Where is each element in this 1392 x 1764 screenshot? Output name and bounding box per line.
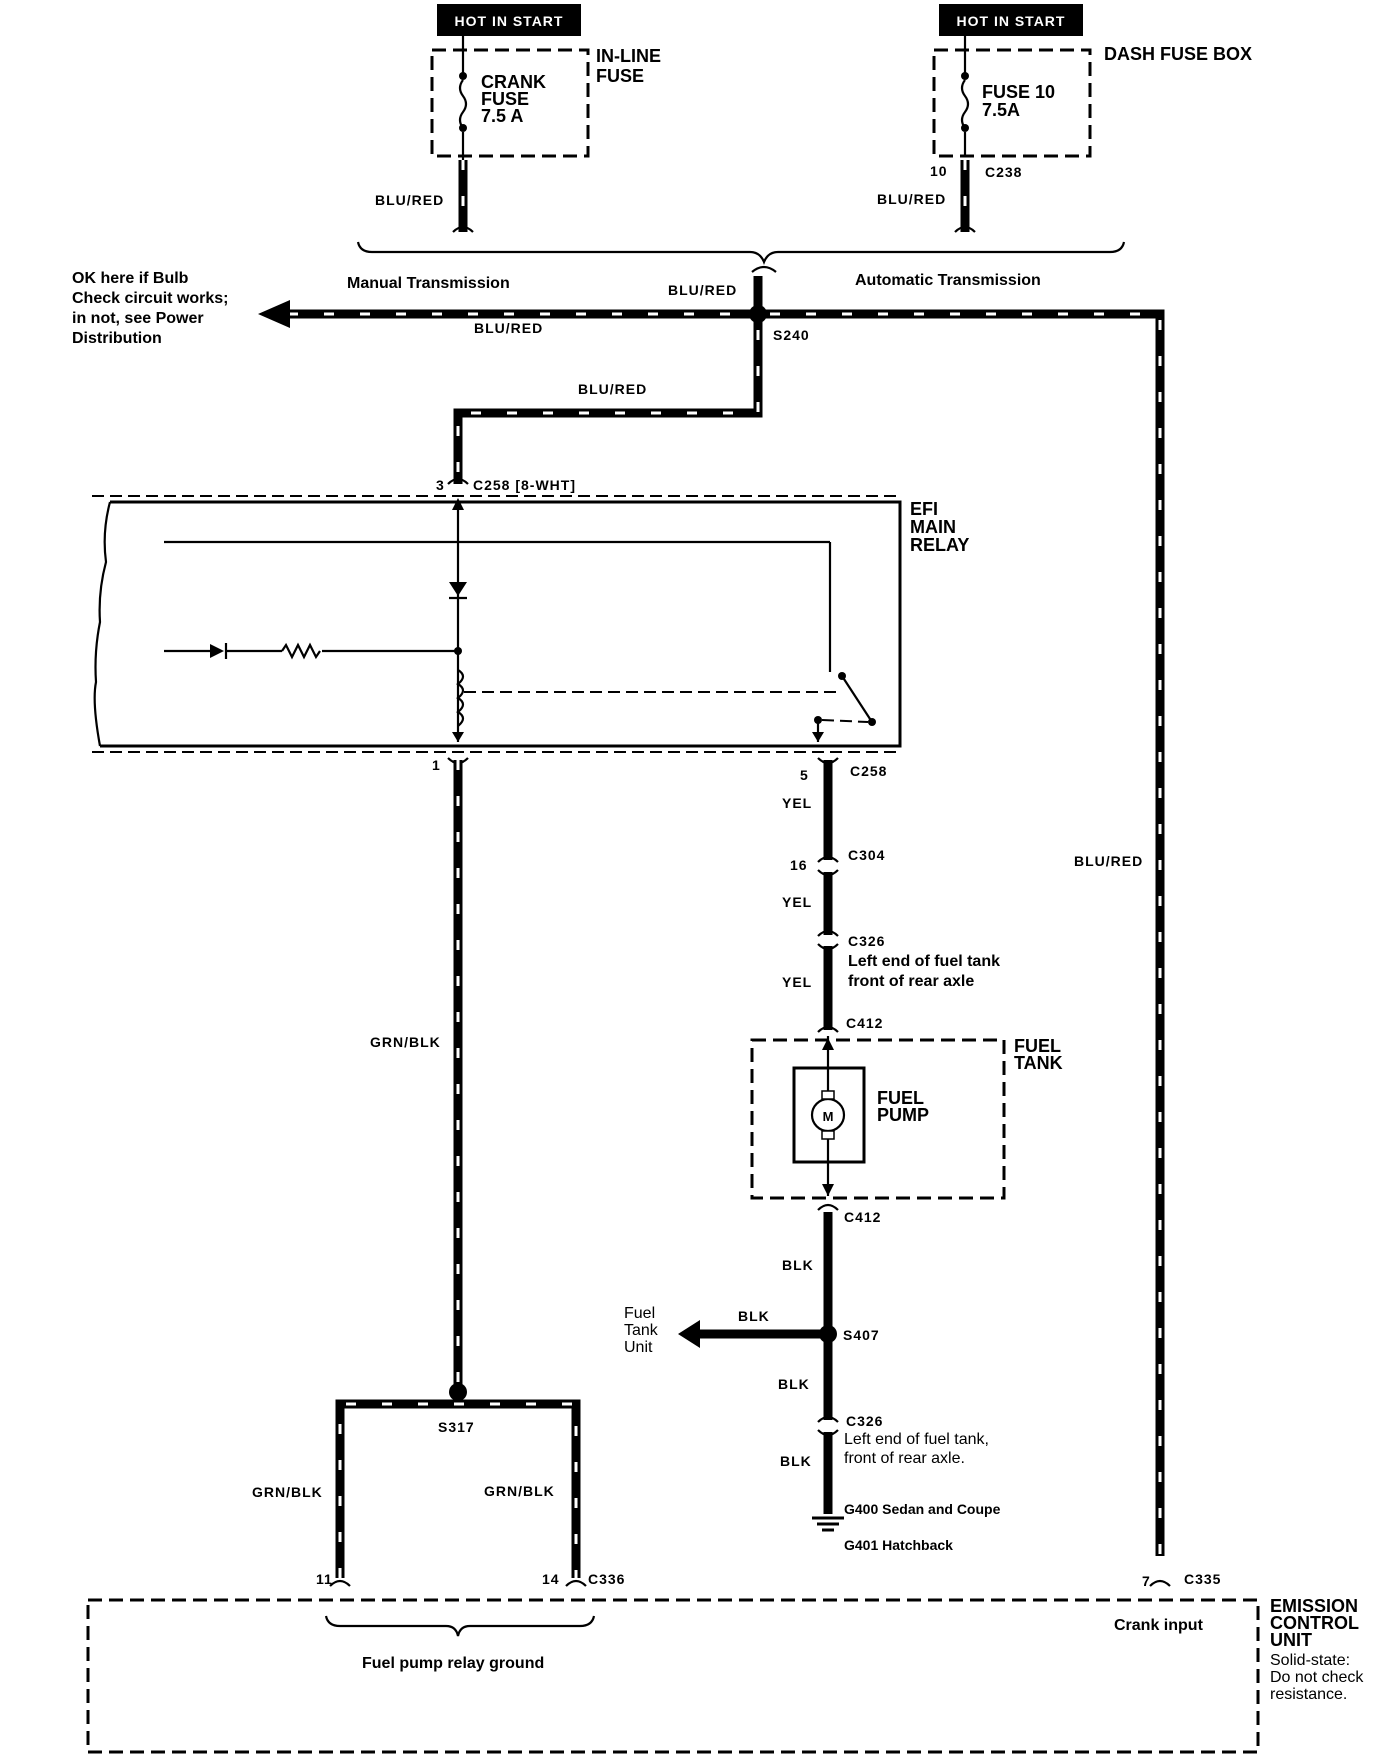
wire-label-grn-blk-left: GRN/BLK [252,1484,323,1500]
relay-ground-brace [324,1615,596,1637]
dash-fuse-box-label: DASH FUSE BOX [1104,44,1252,64]
fuse-10-symbol [960,36,970,156]
s407-label: S407 [843,1327,880,1343]
s240-label: S240 [773,327,810,343]
fuel-pump-relay-ground-label: Fuel pump relay ground [362,1655,544,1672]
wire-label-blu-red-right-top: BLU/RED [877,191,946,207]
c412-bottom-label: C412 [844,1209,881,1225]
efi-relay-box [100,500,902,748]
wire-label-blk-1: BLK [782,1257,814,1273]
emission-control-unit-box [86,1598,1260,1754]
wire-label-yel-2: YEL [782,894,812,910]
ground-g400-label: G400 Sedan and Coupe [844,1501,1001,1517]
svg-text:HOT IN START: HOT IN START [957,13,1066,29]
c336-label: C336 [588,1571,625,1587]
wire-label-yel-3: YEL [782,974,812,990]
wire-label-yel-1: YEL [782,795,812,811]
wire-label-blu-red-splice: BLU/RED [668,282,737,298]
pin-5-label: 5 [800,767,809,783]
c258-bottom-label: C258 [850,763,887,779]
arrow-left-icon [258,300,290,328]
pin-3-label: 3 [436,477,445,493]
left-hot-badge: HOT IN START [437,4,581,36]
transmission-brace [356,241,1126,265]
inline-fuse-box [430,48,590,158]
c326-bottom-label: C326 [846,1413,883,1429]
fuel-tank-box [750,1038,1006,1200]
c326-top-label: C326 [848,933,885,949]
c412-top-label: C412 [846,1015,883,1031]
ground-icon [812,1516,844,1532]
wire-label-blk-3: BLK [780,1453,812,1469]
pin-11-label: 11 [316,1571,333,1587]
wire-label-blk-2: BLK [778,1376,810,1392]
pin-1-label: 1 [432,757,441,773]
pin-10-label: 10 [930,163,948,179]
splice-s317 [449,1383,467,1401]
c326-bottom-location: Left end of fuel tank,front of rear axle… [844,1431,989,1467]
manual-transmission-label: Manual Transmission [347,275,510,292]
s317-label: S317 [438,1419,475,1435]
c304-label: C304 [848,847,885,863]
wire-blu-red-to-relay [453,314,763,484]
wire-label-grn-blk-right: GRN/BLK [484,1483,555,1499]
wire-blu-red-right-run [758,309,1165,1556]
pin-16-label: 16 [790,857,808,873]
wire-label-blu-red-horizontal: BLU/RED [474,320,543,336]
arrow-fuel-tank-unit-icon [678,1320,700,1348]
wire-label-blu-red-relay: BLU/RED [578,381,647,397]
ground-g401-label: G401 Hatchback [844,1537,953,1553]
c238-label: C238 [985,164,1022,180]
crank-fuse-symbol [458,36,468,164]
wire-label-blk-fuel-tank-unit: BLK [738,1308,770,1324]
right-hot-badge: HOT IN START [939,4,1083,36]
pin-7-label: 7 [1142,1573,1151,1589]
efi-relay-internals [164,498,876,742]
wire-label-blu-red-left-top: BLU/RED [375,192,444,208]
svg-text:HOT IN START: HOT IN START [455,13,564,29]
c335-label: C335 [1184,1571,1221,1587]
dash-fuse-box [932,48,1092,158]
motor-label: M [823,1109,834,1124]
automatic-transmission-label: Automatic Transmission [855,272,1041,289]
c258-top-label: C258 [8-WHT] [473,477,576,493]
wire-label-blu-red-right-vertical: BLU/RED [1074,853,1143,869]
crank-input-label: Crank input [1114,1617,1204,1634]
pin-14-label: 14 [542,1571,560,1587]
wire-label-grn-blk-main: GRN/BLK [370,1034,441,1050]
